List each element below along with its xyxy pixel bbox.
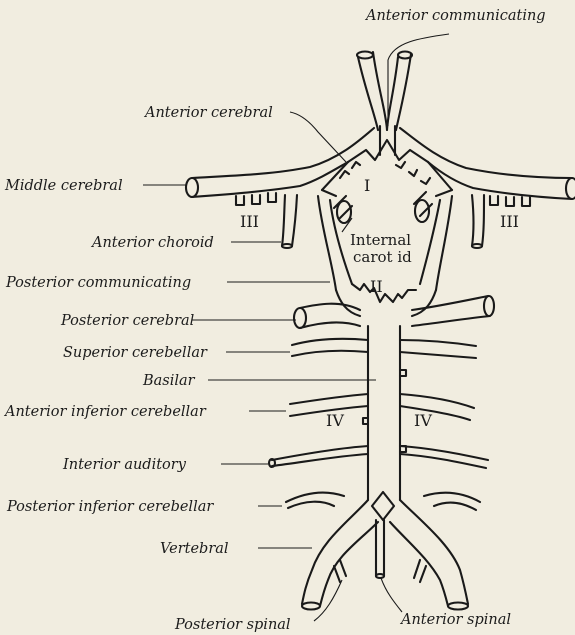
- leader-anterior-communicating: [388, 34, 449, 126]
- vessel-drawing: [186, 52, 575, 610]
- region-numerals: I II III III IV IV: [240, 176, 519, 430]
- anterior-spinal-diamond: [372, 492, 394, 520]
- leader-internal-carotid: [342, 218, 352, 232]
- anterior-choroid-vessel-right: [472, 195, 484, 246]
- anterior-inferior-cerebellar-vessel-right: [400, 394, 474, 420]
- superior-cerebellar-vessel-left: [292, 339, 368, 356]
- numeral-II: II: [370, 277, 383, 296]
- vertebral-vessel-right: [390, 500, 468, 606]
- label-middle-cerebral: Middle cerebral: [4, 178, 123, 194]
- anterior-spinal-vessel: [376, 520, 384, 576]
- posterior-cerebral-vessel-left: [300, 304, 360, 328]
- interior-auditory-vessel-right: [400, 446, 488, 468]
- circle-inner-top: [348, 140, 428, 162]
- label-posterior-cerebral: Posterior cerebral: [60, 313, 195, 329]
- leader-posterior-spinal: [314, 580, 342, 621]
- superior-cerebellar-vessel-right: [400, 340, 476, 358]
- label-anterior-cerebral: Anterior cerebral: [143, 105, 273, 121]
- label-superior-cerebellar: Superior cerebellar: [63, 345, 208, 361]
- middle-cerebral-vessel-left: [192, 128, 374, 178]
- label-anterior-choroid: Anterior choroid: [90, 235, 214, 251]
- posterior-inferior-cerebellar-vessel-left: [286, 493, 344, 508]
- label-internal-carotid-line1: Internal: [350, 231, 411, 249]
- middle-cerebral-vessel-right: [400, 128, 572, 178]
- label-anterior-inferior-cerebellar: Anterior inferior cerebellar: [3, 404, 207, 420]
- label-internal-carotid-line2: carot id: [353, 248, 412, 266]
- label-posterior-inferior-cerebellar: Posterior inferior cerebellar: [6, 499, 214, 515]
- anterior-choroid-vessel-left: [282, 195, 297, 246]
- vertebral-vessel-left: [302, 500, 378, 606]
- interior-auditory-vessel-left: [272, 446, 368, 466]
- label-interior-auditory: Interior auditory: [62, 457, 187, 473]
- posterior-inferior-cerebellar-vessel-right: [424, 493, 480, 510]
- label-anterior-communicating: Anterior communicating: [364, 8, 546, 24]
- label-posterior-communicating: Posterior communicating: [5, 275, 191, 291]
- numeral-IV-left: IV: [326, 411, 344, 430]
- numeral-III-right: III: [500, 212, 519, 231]
- leader-anterior-spinal: [381, 578, 402, 612]
- numeral-IV-right: IV: [414, 411, 432, 430]
- numeral-I: I: [364, 176, 370, 195]
- label-posterior-spinal: Posterior spinal: [174, 617, 291, 633]
- numeral-III-left: III: [240, 212, 259, 231]
- label-anterior-spinal: Anterior spinal: [399, 612, 511, 628]
- basilar-vessel: [368, 326, 400, 500]
- label-basilar: Basilar: [142, 373, 196, 389]
- label-vertebral: Vertebral: [160, 541, 229, 557]
